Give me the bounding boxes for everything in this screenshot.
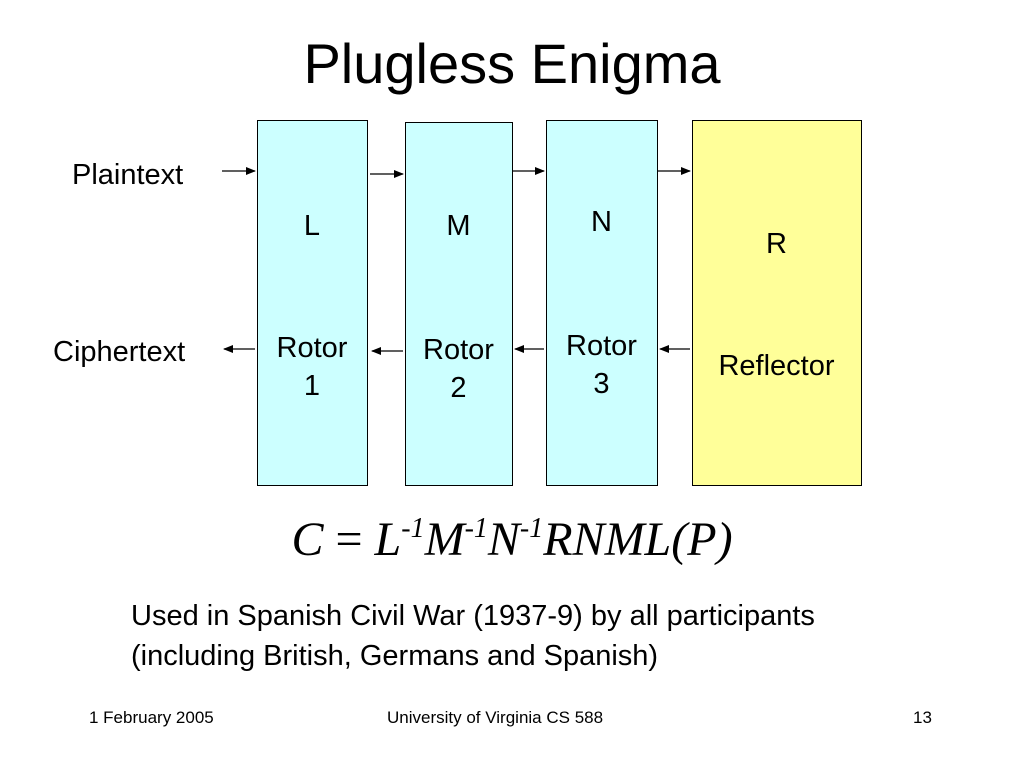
rotor-1-number: 1 [303,370,321,402]
footer-page-number: 13 [913,708,932,727]
rotor-3-letter: N [591,206,612,238]
formula-ciphertext: C [291,513,324,566]
formula-rnml: RNML [543,513,672,566]
rotor-3-number: 3 [593,368,610,400]
rotor-3-label: Rotor [566,330,637,362]
rotor-1-label: Rotor [276,332,348,364]
ciphertext-label: Ciphertext [53,336,186,368]
rotor-2-number: 2 [450,372,467,404]
formula-inverse-2: -1 [464,513,488,544]
rotor-2-letter: M [446,210,471,242]
history-note-line-2: (including British, Germans and Spanish) [131,640,659,672]
formula-inverse-1: -1 [401,513,425,544]
rotor-1-box: L Rotor 1 [257,120,368,486]
formula-close-paren: ) [716,513,733,566]
formula-n: N [487,513,520,566]
history-note-line-1: Used in Spanish Civil War (1937-9) by al… [131,600,815,632]
rotor-2-label: Rotor [423,334,494,366]
formula-equals: = [323,513,375,566]
formula-plaintext: P [687,513,717,566]
formula-open-paren: ( [671,513,688,566]
rotor-3-box: N Rotor 3 [546,120,658,486]
history-note: Used in Spanish Civil War (1937-9) by al… [131,596,815,676]
rotor-2-box: M Rotor 2 [405,122,513,486]
reflector-label: Reflector [718,350,835,382]
footer-course: University of Virginia CS 588 [387,708,604,727]
formula-m: M [424,513,465,566]
slide-title: Plugless Enigma [303,32,721,95]
footer-date: 1 February 2005 [89,708,214,727]
reflector-box: R Reflector [692,120,862,486]
reflector-letter: R [766,228,787,260]
enigma-formula: C = L-1M-1N-1RNML(P) [0,505,1024,575]
rotor-1-letter: L [303,210,321,242]
formula-l: L [374,513,402,566]
plaintext-label: Plaintext [72,159,184,191]
formula-inverse-3: -1 [519,513,544,544]
